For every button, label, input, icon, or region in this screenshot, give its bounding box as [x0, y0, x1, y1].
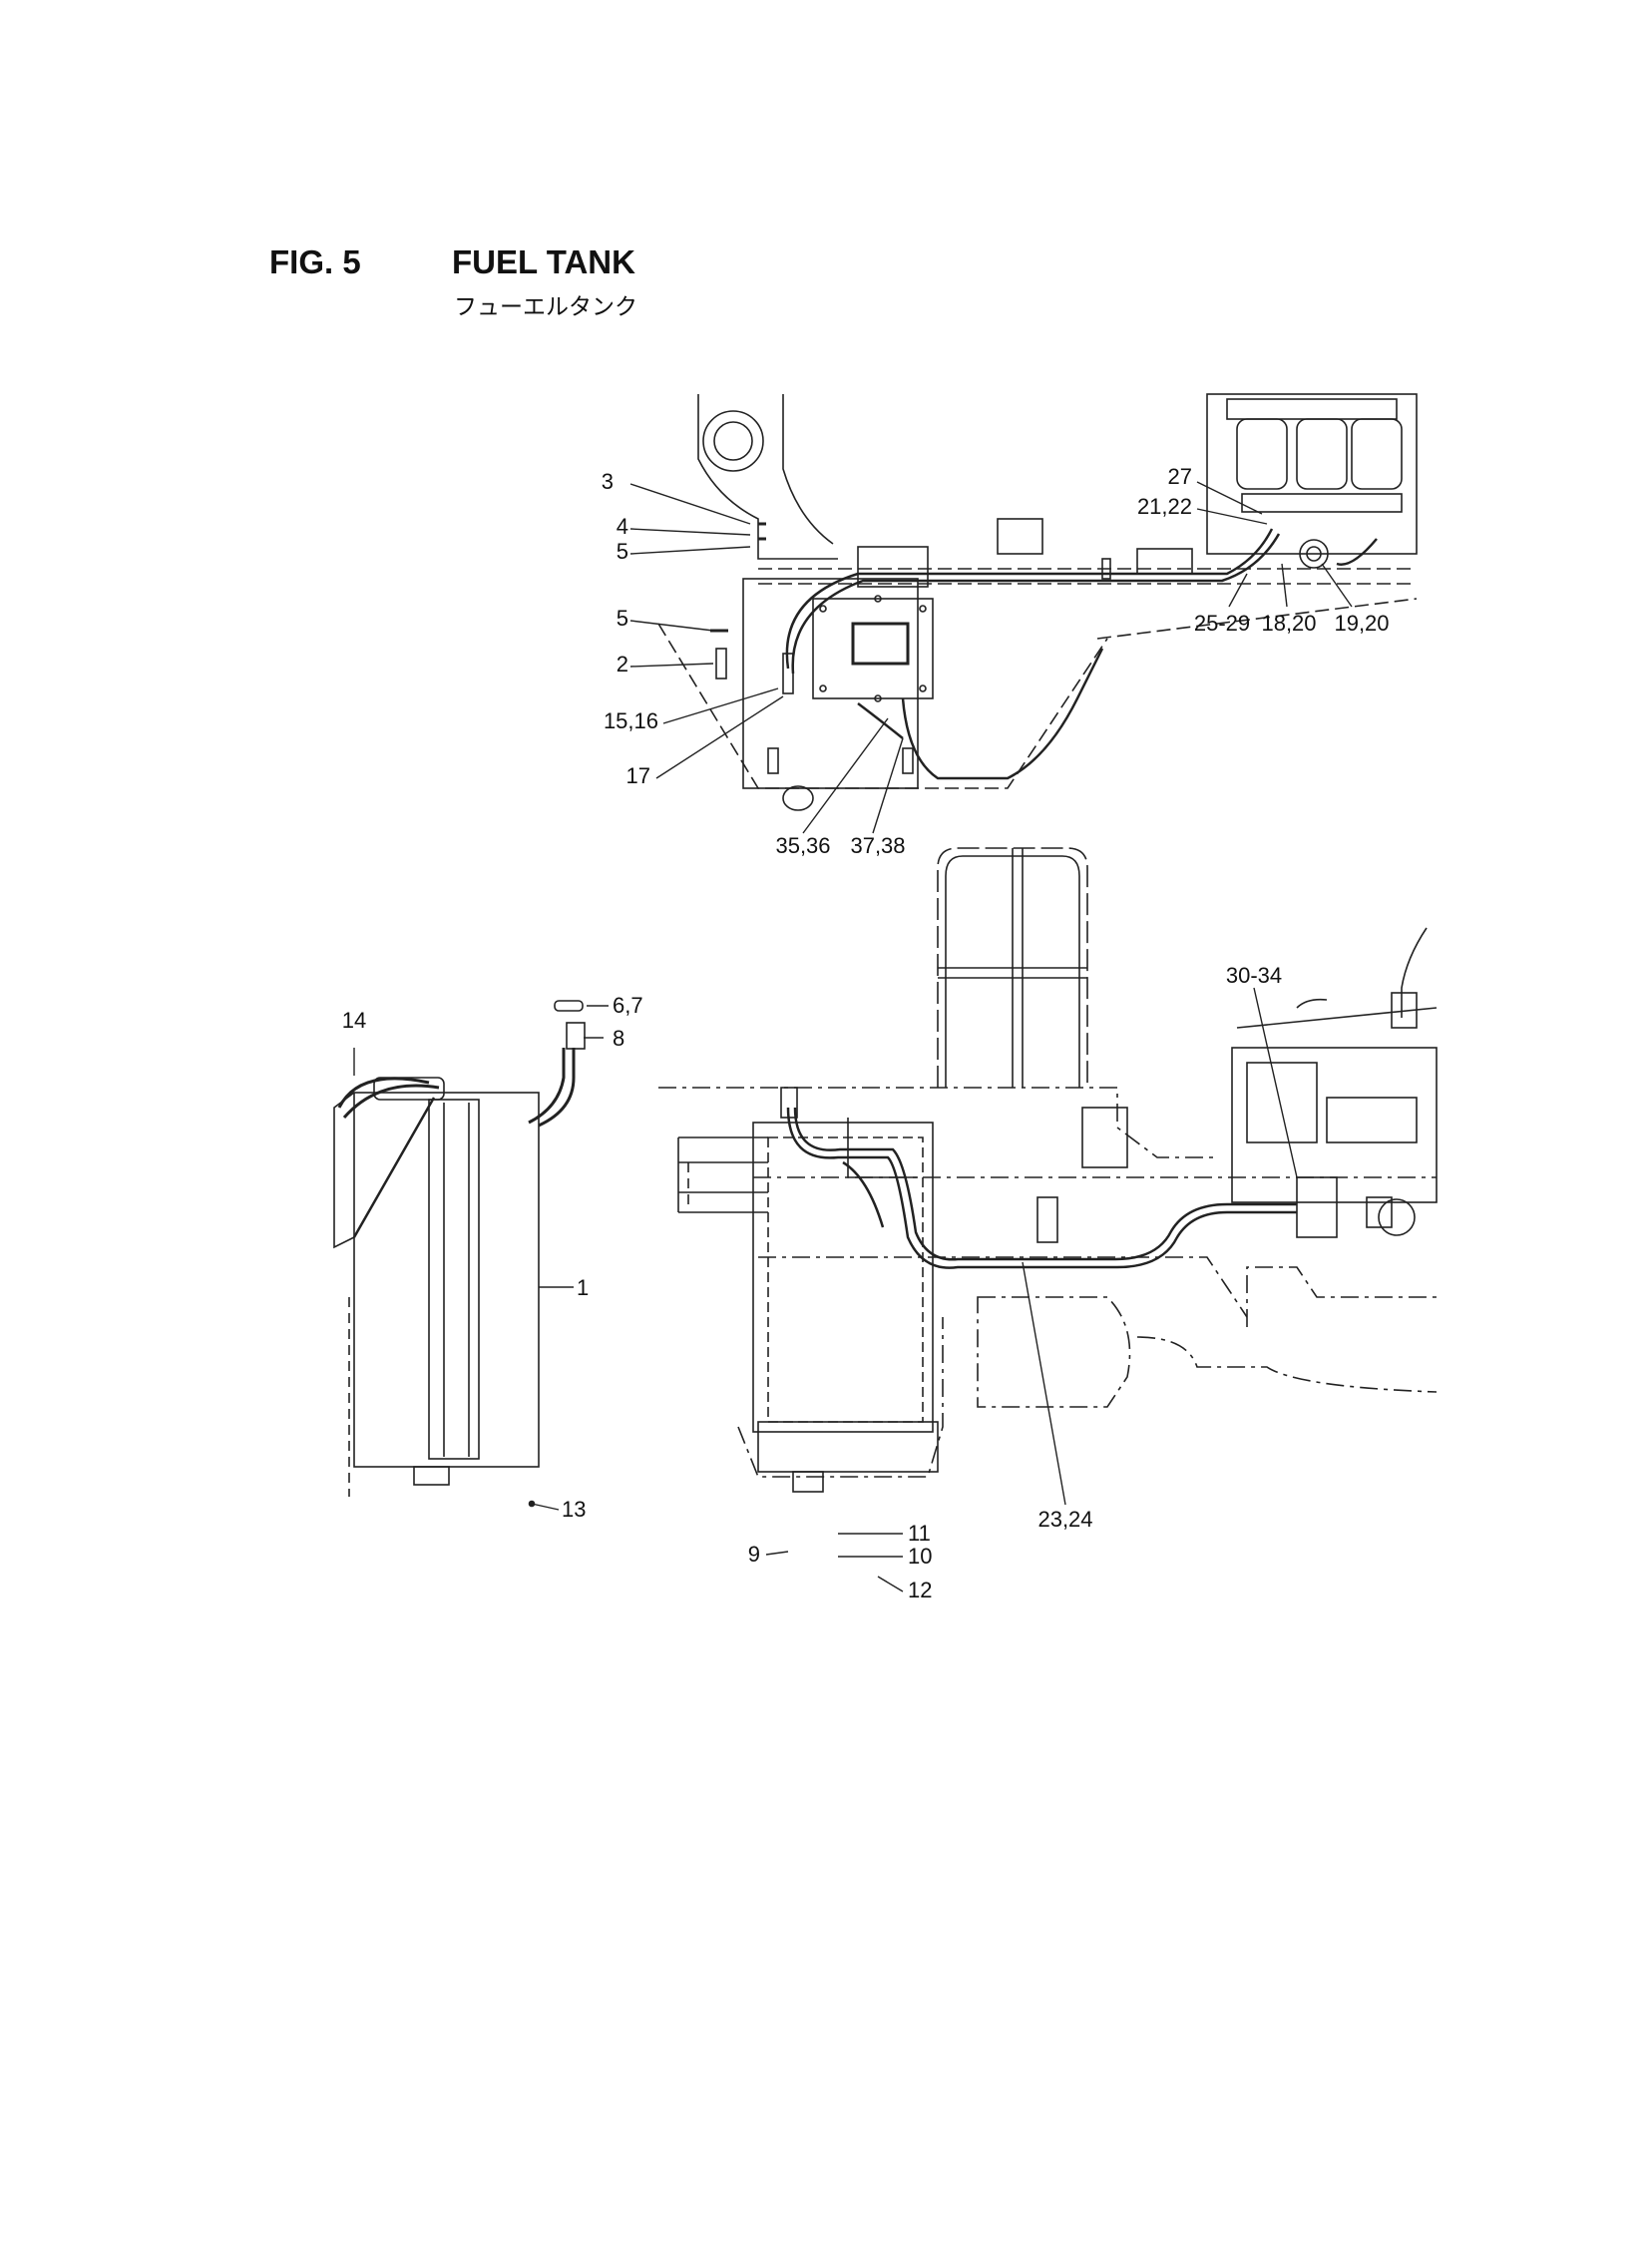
callout-5a: 5: [617, 539, 628, 564]
callout-12: 12: [908, 1578, 932, 1602]
callout-2: 2: [617, 652, 628, 677]
callout-11: 11: [908, 1521, 931, 1546]
callout-23-24: 23,24: [1037, 1507, 1092, 1532]
figure-title: FUEL TANK: [452, 243, 635, 280]
callout-15-16: 15,16: [604, 708, 658, 733]
callout-27: 27: [1168, 464, 1192, 489]
figure-subtitle-japanese: フューエルタンク: [454, 294, 637, 320]
figure-number: FIG. 5: [269, 243, 361, 280]
callout-21-22: 21,22: [1137, 494, 1192, 519]
callout-4: 4: [617, 514, 628, 539]
callout-30-34: 30-34: [1226, 963, 1282, 988]
callout-14: 14: [342, 1008, 366, 1033]
leader-lines: [353, 481, 1353, 1592]
callout-1: 1: [577, 1275, 589, 1300]
callout-3: 3: [602, 469, 614, 494]
callout-37-38: 37,38: [850, 833, 905, 858]
callout-19-20: 19,20: [1334, 611, 1389, 636]
callout-35-36: 35,36: [775, 833, 830, 858]
callout-17: 17: [626, 763, 650, 788]
callout-labels-left: 14 6,7 8 1 13: [342, 993, 643, 1522]
callout-8: 8: [613, 1026, 624, 1051]
callout-9: 9: [748, 1542, 760, 1567]
callout-18-20: 18,20: [1261, 611, 1316, 636]
callout-10: 10: [908, 1544, 932, 1569]
callout-labels-top: 3 4 5 5 2 15,16 17 35,36 37,38 27 21,22 …: [602, 464, 1390, 858]
callout-6-7: 6,7: [613, 993, 643, 1018]
callout-25-29: 25-29: [1194, 611, 1250, 636]
callout-labels-bottom: 30-34 9 11 10 12 23,24: [748, 963, 1282, 1602]
callout-13: 13: [562, 1497, 586, 1522]
installed-view-drawing: [658, 847, 1438, 1493]
callout-5b: 5: [617, 606, 628, 631]
top-view-drawing: [657, 393, 1418, 811]
side-tank-drawing: [333, 1000, 586, 1508]
